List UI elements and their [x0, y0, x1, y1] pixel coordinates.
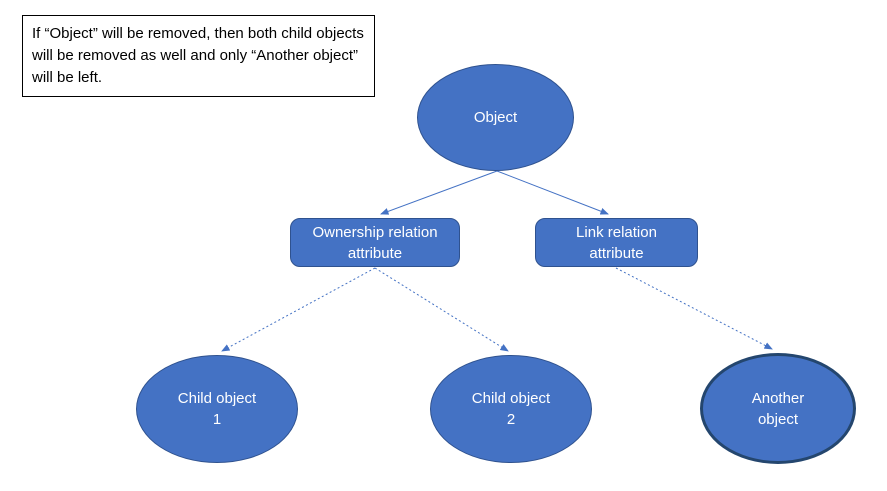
edge-ownership-child2	[374, 267, 509, 352]
node-child2-label: Child object 2	[471, 390, 551, 428]
note-box: If “Object” will be removed, then both c…	[22, 15, 375, 97]
node-another-object: Another object	[700, 353, 856, 464]
edge-object-link	[496, 170, 609, 215]
node-child-object-2: Child object 2	[430, 355, 592, 463]
node-another-label: Another object	[751, 389, 805, 428]
edge-object-ownership	[380, 170, 498, 215]
edge-link-another	[615, 267, 773, 350]
edge-ownership-child1	[221, 267, 376, 352]
node-child1-label: Child object 1	[177, 390, 257, 428]
note-text: If “Object” will be removed, then both c…	[32, 25, 364, 86]
node-link-relation-attribute: Link relation attribute	[535, 218, 698, 267]
node-object: Object	[417, 64, 574, 171]
node-link-label: Link relation attribute	[576, 223, 657, 262]
node-ownership-label: Ownership relation attribute	[312, 223, 438, 262]
node-child-object-1: Child object 1	[136, 355, 298, 463]
node-object-label: Object	[473, 109, 518, 126]
node-ownership-relation-attribute: Ownership relation attribute	[290, 218, 460, 267]
